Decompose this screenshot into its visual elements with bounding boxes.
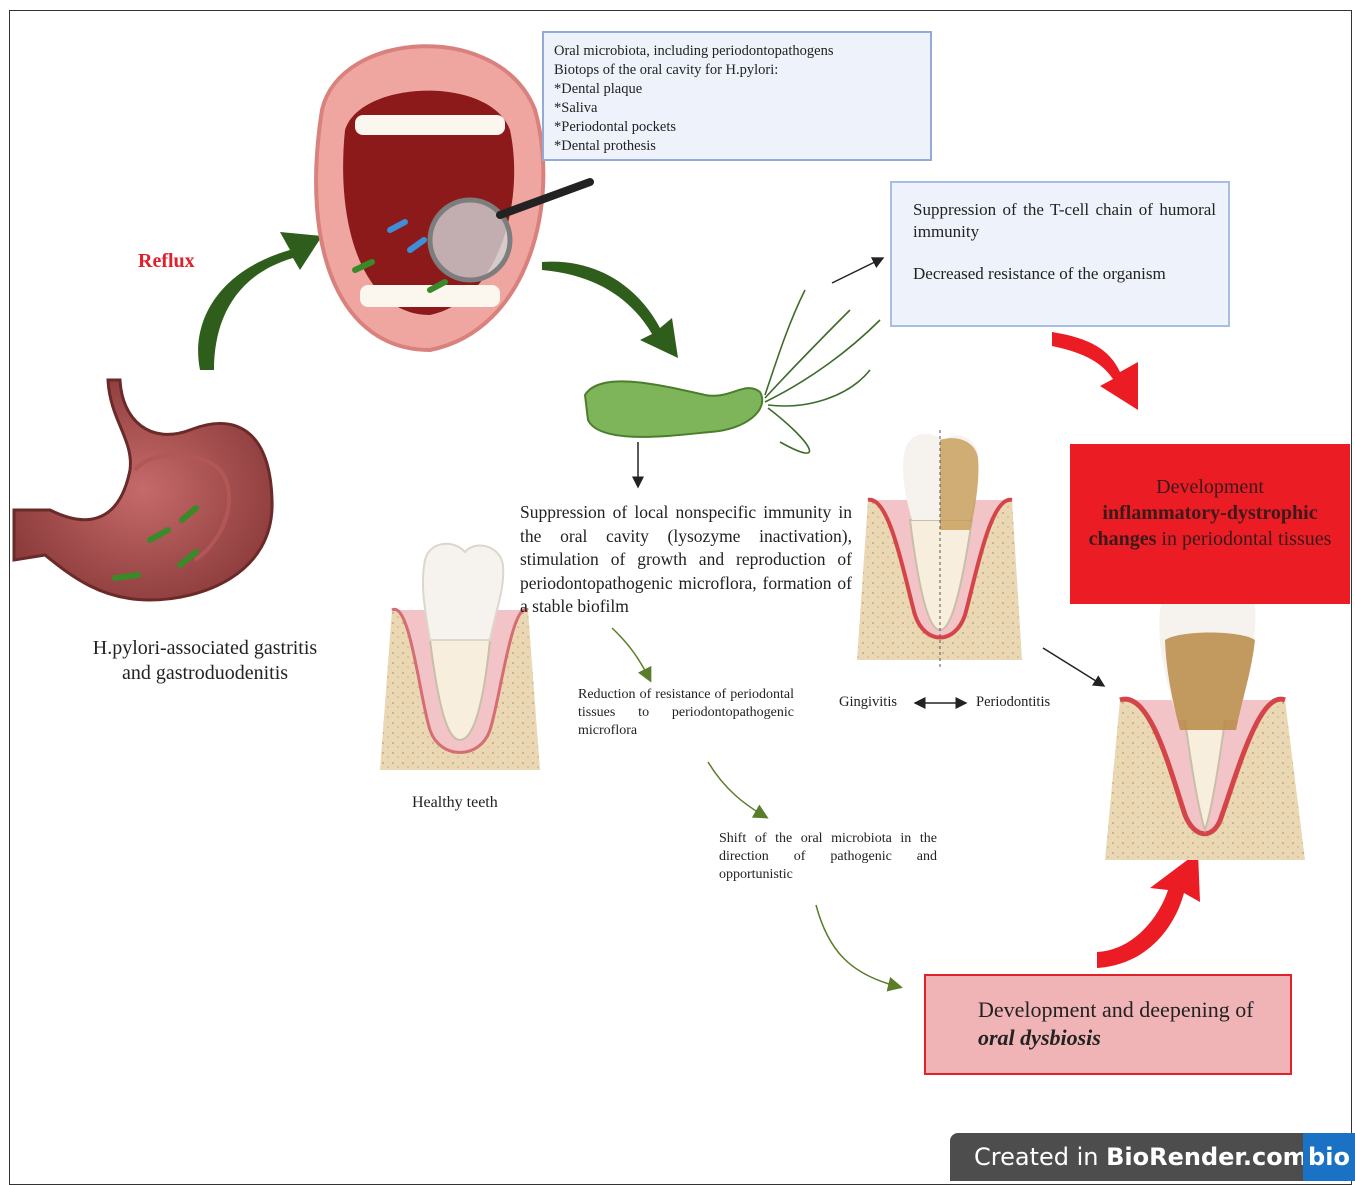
reflux-label: Reflux (138, 250, 195, 273)
local-immunity-text: Suppression of local nonspecific immunit… (520, 501, 852, 619)
oral-box-line-6: *Dental prothesis (554, 137, 920, 156)
badge-logo: bio (1303, 1133, 1355, 1181)
oral-box-line-4: *Saliva (554, 99, 920, 118)
oral-box-line-1: Oral microbiota, including periodontopat… (554, 42, 920, 61)
periodontitis-label: Periodontitis (976, 694, 1050, 711)
dysbiosis-italic: oral dysbiosis (978, 1025, 1101, 1050)
badge-brand: BioRender.com (1106, 1143, 1308, 1171)
green-arrow-to-bacterium (542, 262, 678, 358)
arrow-to-tcell-box (832, 258, 883, 283)
tcell-line-1: Suppression of the T-cell chain of humor… (913, 199, 1216, 243)
tcell-box: Suppression of the T-cell chain of humor… (890, 181, 1230, 327)
gingivitis-periodontitis-tooth-illustration (857, 430, 1022, 670)
reduction-text: Reduction of resistance of periodontal t… (578, 686, 794, 740)
tcell-line-2: Decreased resistance of the organism (913, 263, 1216, 285)
periodontitis-tooth-illustration (1105, 582, 1305, 860)
oral-box-line-3: *Dental plaque (554, 80, 920, 99)
oral-microbiota-box: Oral microbiota, including periodontopat… (542, 31, 932, 161)
arrow-to-shift (708, 762, 766, 817)
stomach-illustration (14, 380, 272, 600)
healthy-tooth-illustration (380, 544, 540, 770)
arrow-to-dysbiosis (816, 905, 900, 987)
dysbiosis-box: Development and deepening of oral dysbio… (924, 974, 1292, 1075)
red-arrow-to-development (1052, 332, 1138, 410)
stomach-caption-line-1: H.pylori-associated gastritis (60, 636, 350, 661)
stomach-caption: H.pylori-associated gastritis and gastro… (60, 636, 350, 686)
arrow-to-reduction (612, 628, 650, 680)
reflux-arrow (198, 232, 322, 370)
stomach-caption-line-2: and gastroduodenitis (60, 661, 350, 686)
gingivitis-label: Gingivitis (839, 694, 897, 711)
development-body: inflammatory-dystrophic changes in perio… (1080, 500, 1340, 552)
biorender-badge: Created in BioRender.com bio (950, 1133, 1355, 1181)
badge-prefix: Created in (974, 1143, 1106, 1171)
oral-box-line-2: Biotops of the oral cavity for H.pylori: (554, 61, 920, 80)
development-rest: in periodontal tissues (1161, 528, 1331, 550)
dysbiosis-pre: Development and deepening of (978, 997, 1254, 1022)
shift-text: Shift of the oral microbiota in the dire… (719, 830, 937, 884)
healthy-teeth-label: Healthy teeth (412, 794, 498, 812)
arrow-to-periodontitis-tooth (1043, 648, 1104, 686)
development-line-1: Development (1080, 474, 1340, 500)
development-box: Development inflammatory-dystrophic chan… (1070, 444, 1350, 604)
red-arrow-from-dysbiosis (1097, 852, 1200, 968)
h-pylori-illustration (585, 290, 880, 453)
oral-box-line-5: *Periodontal pockets (554, 118, 920, 137)
